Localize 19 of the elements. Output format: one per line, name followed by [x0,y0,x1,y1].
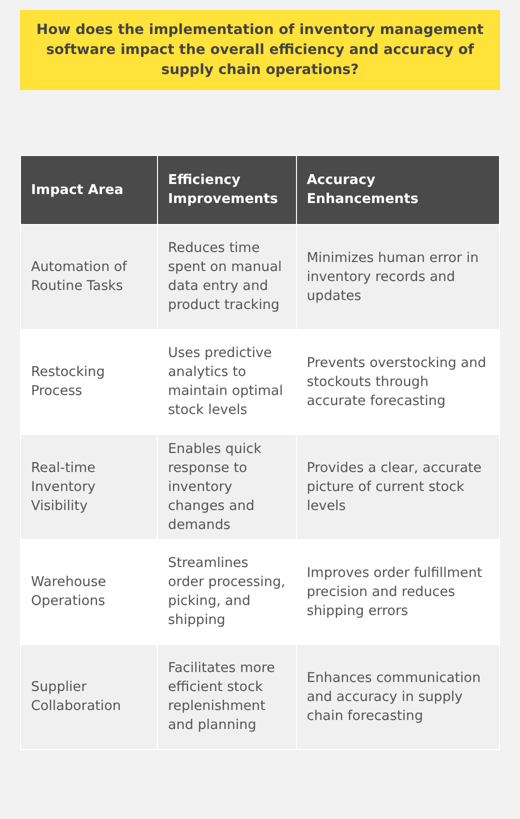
table-cell: Reduces time spent on manual data entry and product tracking [158,224,296,330]
row-header-cell: Supplier Collaboration [20,644,158,750]
table-cell: Streamlines order processing, picking, and shipping [158,540,296,644]
row-header-cell: Warehouse Operations [20,540,158,644]
column-header: Efficiency Improvements [158,156,296,224]
row-header-cell: Automation of Routine Tasks [20,224,158,330]
table-cell: Minimizes human error in inventory records and updates [296,224,500,330]
table-cell: Facilitates more efficient stock replenishment and planning [158,644,296,750]
row-header-cell: Real-time Inventory Visibility [20,434,158,540]
column-header: Accuracy Enhancements [296,156,500,224]
table-cell: Enables quick response to inventory changes and demands [158,434,296,540]
title-banner: How does the implementation of inventory management software impact the overall efficiency and accuracy of supply chain operations? [20,10,500,90]
table-cell: Prevents overstocking and stockouts through accurate forecasting [296,330,500,434]
table-cell: Enhances communication and accuracy in supply chain forecasting [296,644,500,750]
row-header-cell: Restocking Process [20,330,158,434]
table-cell: Provides a clear, accurate picture of current stock levels [296,434,500,540]
table-cell: Improves order fulfillment precision and reduces shipping errors [296,540,500,644]
table-cell: Uses predictive analytics to maintain optimal stock levels [158,330,296,434]
column-header: Impact Area [20,156,158,224]
